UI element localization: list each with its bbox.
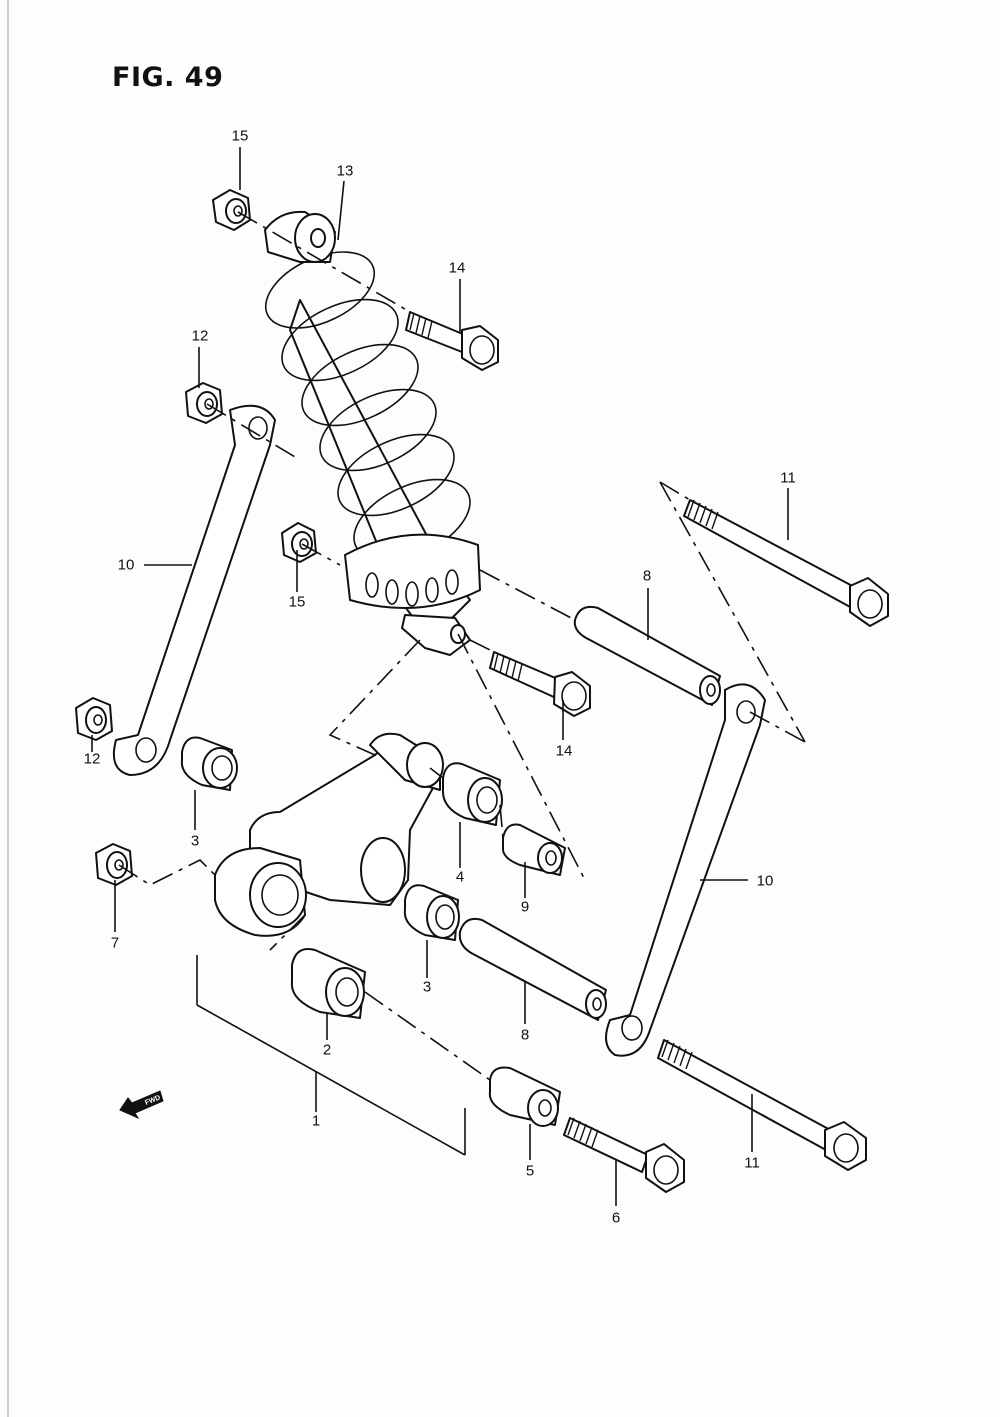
callout-2: 2	[322, 1041, 332, 1059]
bearing-part-3-top	[180, 736, 238, 791]
callout-11: 11	[744, 1154, 760, 1172]
callout-8: 8	[520, 1026, 530, 1044]
pipe-part-8-top	[573, 605, 721, 706]
tie-rod-part-10-right	[605, 683, 766, 1057]
fwd-direction-arrow-icon: FWD	[119, 1090, 164, 1120]
group-bracket-part-1	[196, 955, 466, 1156]
bolt-part-11-top	[683, 499, 889, 627]
bearing-part-2	[290, 948, 366, 1019]
callout-14: 14	[555, 742, 573, 760]
bearing-part-3-bottom	[403, 884, 460, 941]
callout-13: 13	[336, 162, 354, 180]
callout-12: 12	[83, 750, 101, 768]
callout-6: 6	[611, 1209, 621, 1227]
callout-leader-lines	[91, 147, 789, 1206]
callout-12: 12	[191, 327, 209, 345]
bolt-part-11-bottom	[657, 1039, 867, 1171]
nut-part-12-bottom	[75, 697, 113, 741]
spacer-part-5	[488, 1066, 561, 1127]
nut-part-15-mid	[281, 522, 317, 563]
figure-title: FIG. 49	[112, 62, 224, 93]
callout-15: 15	[288, 593, 306, 611]
callout-15: 15	[231, 127, 249, 145]
callout-3: 3	[190, 832, 200, 850]
pipe-part-8-bottom	[458, 917, 607, 1021]
bolt-part-14-top	[405, 311, 499, 371]
callout-7: 7	[110, 934, 120, 952]
callout-8: 8	[642, 567, 652, 585]
callout-4: 4	[455, 868, 465, 886]
cushion-lever-part-1	[214, 732, 444, 937]
bearing-part-4	[441, 762, 503, 826]
callout-1: 1	[311, 1112, 321, 1130]
callout-14: 14	[448, 259, 466, 277]
callout-9: 9	[520, 898, 530, 916]
nut-part-7	[95, 843, 133, 886]
bolt-part-6	[563, 1117, 685, 1193]
assembly-center-lines	[118, 211, 806, 1081]
nut-part-15-top	[212, 189, 251, 231]
shock-absorber-part-13	[264, 210, 481, 656]
callout-11: 11	[780, 469, 796, 487]
callout-10: 10	[756, 872, 774, 890]
callout-5: 5	[525, 1162, 535, 1180]
nut-part-12-top	[185, 382, 223, 424]
bolt-part-14-mid	[489, 651, 591, 717]
spacer-part-9	[501, 823, 566, 876]
tie-rod-part-10-left	[112, 404, 276, 776]
callout-3: 3	[422, 978, 432, 996]
callout-10: 10	[117, 556, 135, 574]
